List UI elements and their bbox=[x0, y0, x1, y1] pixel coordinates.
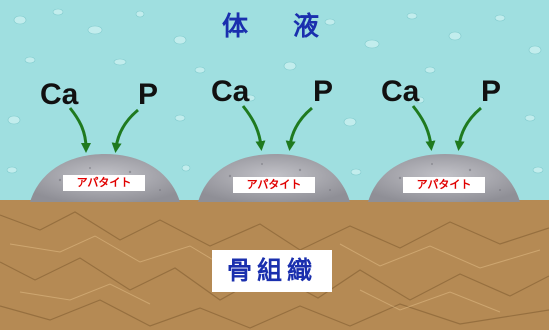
water-droplet-texture bbox=[6, 8, 544, 176]
calcium-label-1: Ca bbox=[40, 78, 79, 111]
phosphorus-label-1: P bbox=[138, 78, 159, 111]
phosphorus-label-2: P bbox=[313, 75, 334, 108]
apatite-label-1: アパタイト bbox=[63, 175, 145, 191]
calcium-arrow-2 bbox=[241, 105, 266, 151]
bone-tissue-label: 骨組織 bbox=[212, 250, 332, 292]
phosphorus-arrow-2 bbox=[285, 106, 313, 151]
apatite-label-2: アパタイト bbox=[233, 177, 315, 193]
body-fluid-label: 体 液 bbox=[222, 12, 338, 42]
phosphorus-arrow-3 bbox=[454, 106, 482, 151]
calcium-label-2: Ca bbox=[211, 75, 250, 108]
phosphorus-arrow-1 bbox=[111, 108, 139, 153]
calcium-arrow-3 bbox=[411, 105, 436, 151]
phosphorus-label-3: P bbox=[481, 75, 502, 108]
apatite-label-3: アパタイト bbox=[403, 177, 485, 193]
calcium-label-3: Ca bbox=[381, 75, 420, 108]
calcium-arrow-1 bbox=[68, 107, 91, 153]
